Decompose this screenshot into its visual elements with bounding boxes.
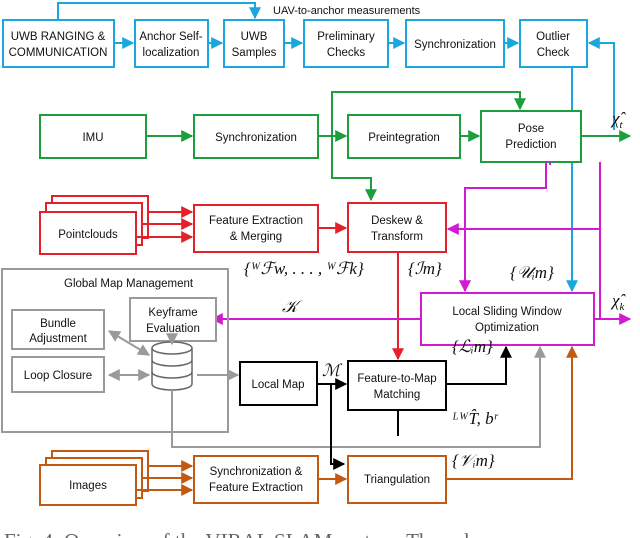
pointclouds-label: Pointclouds [58,229,118,241]
uwb-sync-label: Synchronization [414,39,496,51]
imu-synchronization-box [193,114,319,159]
optimization-label-1: Local Sliding Window [452,306,562,318]
samples-label-2: Samples [232,47,277,59]
outlier-check-box [519,19,588,68]
cam-sync-label-2: Feature Extraction [209,482,303,494]
samples-label-1: UWB [241,31,268,43]
v-set-label: {𝒱ᵢm} [452,451,495,470]
x-hat-k: χ̂k [610,291,626,313]
transform-label: ᴸᵂT̂, bʳ [452,409,499,428]
l-set-label: {ℒᵢm} [452,337,493,356]
imu-pipeline [39,91,632,202]
k-label: 𝒦 [282,297,303,316]
bundle-label-2: Adjustment [29,333,87,345]
preint-label: Preintegration [368,132,440,144]
cam-sync-box [193,455,319,504]
optimization-links [210,162,632,346]
x-hat-t: χ̂t [610,109,626,131]
m-label: ℳ [322,361,343,380]
deskew-box [347,202,447,253]
database-icon [151,341,193,391]
global-map-title: Global Map Management [64,278,194,290]
figure-caption: Fig. 4: Overview of the VIRAL SLAM syste… [4,529,487,538]
local-map-label: Local Map [251,379,304,391]
uwb-ranging-label-1: UWB RANGING & [11,31,106,43]
camera-pipeline [39,345,578,506]
feature-label-2: & Merging [230,231,282,243]
pose-label-1: Pose [518,123,544,135]
global-map-frame [1,268,229,433]
imu-set-label: {ℐm} [408,259,442,278]
uwb-ranging-label-2: COMMUNICATION [9,47,108,59]
loop-closure-label: Loop Closure [24,370,92,382]
pose-label-2: Prediction [505,139,556,151]
matching-pipeline [239,345,512,470]
imu-box [39,114,147,159]
outlier-label-2: Check [537,47,570,59]
loop-closure-box [11,356,105,393]
deskew-label-1: Deskew & [371,215,423,227]
optimization-label-2: Optimization [475,322,539,334]
global-map-management [1,268,546,448]
uwb-ranging-box [2,19,115,68]
preintegration-box [347,114,461,159]
uwb-set-label: {𝒰ᵢm} [510,263,554,282]
cam-sync-label-1: Synchronization & [210,466,303,478]
images-box [39,464,137,506]
bundle-adjustment-box [11,309,105,350]
checks-label-1: Preliminary [317,31,375,43]
pointclouds-box [39,211,137,255]
deskew-label-2: Transform [371,231,423,243]
feature-extraction-box [193,204,319,253]
uwb-samples-box [223,19,285,68]
uwb-pipeline [2,2,615,293]
feature-set-label: {ᵂℱw, . . . , ᵂℱk} [244,259,364,278]
feature-to-map-box [347,360,447,411]
anchor-selflocalization-box [134,19,209,68]
bundle-label-1: Bundle [40,318,76,330]
f2m-label-2: Matching [374,389,421,401]
images-label: Images [69,480,107,492]
preliminary-checks-box [303,19,389,68]
checks-label-2: Checks [327,47,366,59]
keyframe-label-1: Keyframe [148,307,197,319]
uwb-synchronization-box [405,19,505,68]
outlier-label-1: Outlier [536,31,570,43]
anchor-label-2: localization [143,47,200,59]
keyframe-label-2: Evaluation [146,323,200,335]
feature-label-1: Feature Extraction [209,215,303,227]
optimization-box [420,292,595,346]
triangulation-label: Triangulation [364,474,430,486]
lidar-pipeline [39,195,447,361]
pose-prediction-box [480,110,582,163]
imu-label: IMU [82,132,103,144]
f2m-label-1: Feature-to-Map [357,373,436,385]
anchor-label-1: Anchor Self- [139,31,202,43]
imu-sync-label: Synchronization [215,132,297,144]
uwb-measurements-label: UAV-to-anchor measurements [273,5,421,17]
